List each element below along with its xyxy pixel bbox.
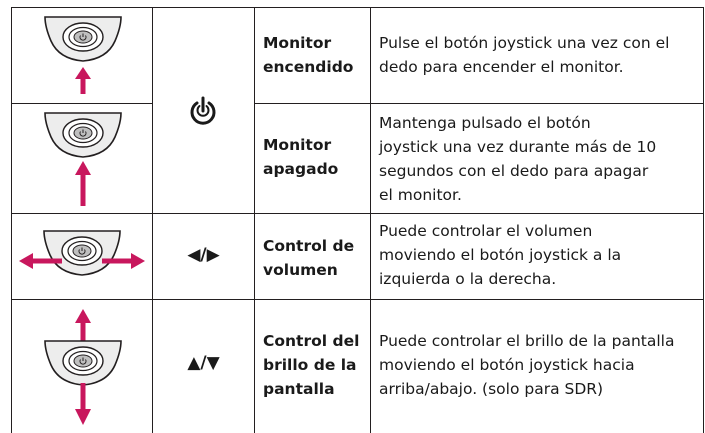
col-divider-3 [370,7,371,433]
table-border-left [11,7,12,433]
description-brightness-control: Puede controlar el brillo de la pantalla… [379,332,675,398]
table-border-right [703,7,704,433]
power-icon [190,96,216,125]
label-monitor-off: Monitor apagado [263,136,339,178]
col-divider-2 [254,7,255,433]
label-monitor-on: Monitor encendido [263,34,354,76]
description-monitor-on: Pulse el botón joystick una vez con el d… [379,34,670,76]
joystick-press-icon [44,16,122,94]
joystick-up-down-icon [44,309,122,425]
joystick-function-table: ◀/▶ ▲/▼ Monitor encendido Monitor apagad… [11,7,704,433]
joystick-left-right-icon [19,230,145,276]
description-monitor-off: Mantenga pulsado el botón joystick una v… [379,114,657,204]
up-down-symbol: ▲/▼ [187,353,220,373]
table-border-top [11,7,704,8]
row-divider-2 [11,213,704,214]
description-volume-control: Puede controlar el volumen moviendo el b… [379,222,622,288]
row-divider-3 [11,299,704,300]
joystick-long-press-icon [44,112,122,206]
row-divider-1-left [11,103,152,104]
col-divider-1 [152,7,153,433]
left-right-symbol: ◀/▶ [187,245,220,265]
label-volume-control: Control de volumen [263,237,355,279]
row-divider-1-right [254,103,704,104]
label-brightness-control: Control del brillo de la pantalla [263,332,360,398]
